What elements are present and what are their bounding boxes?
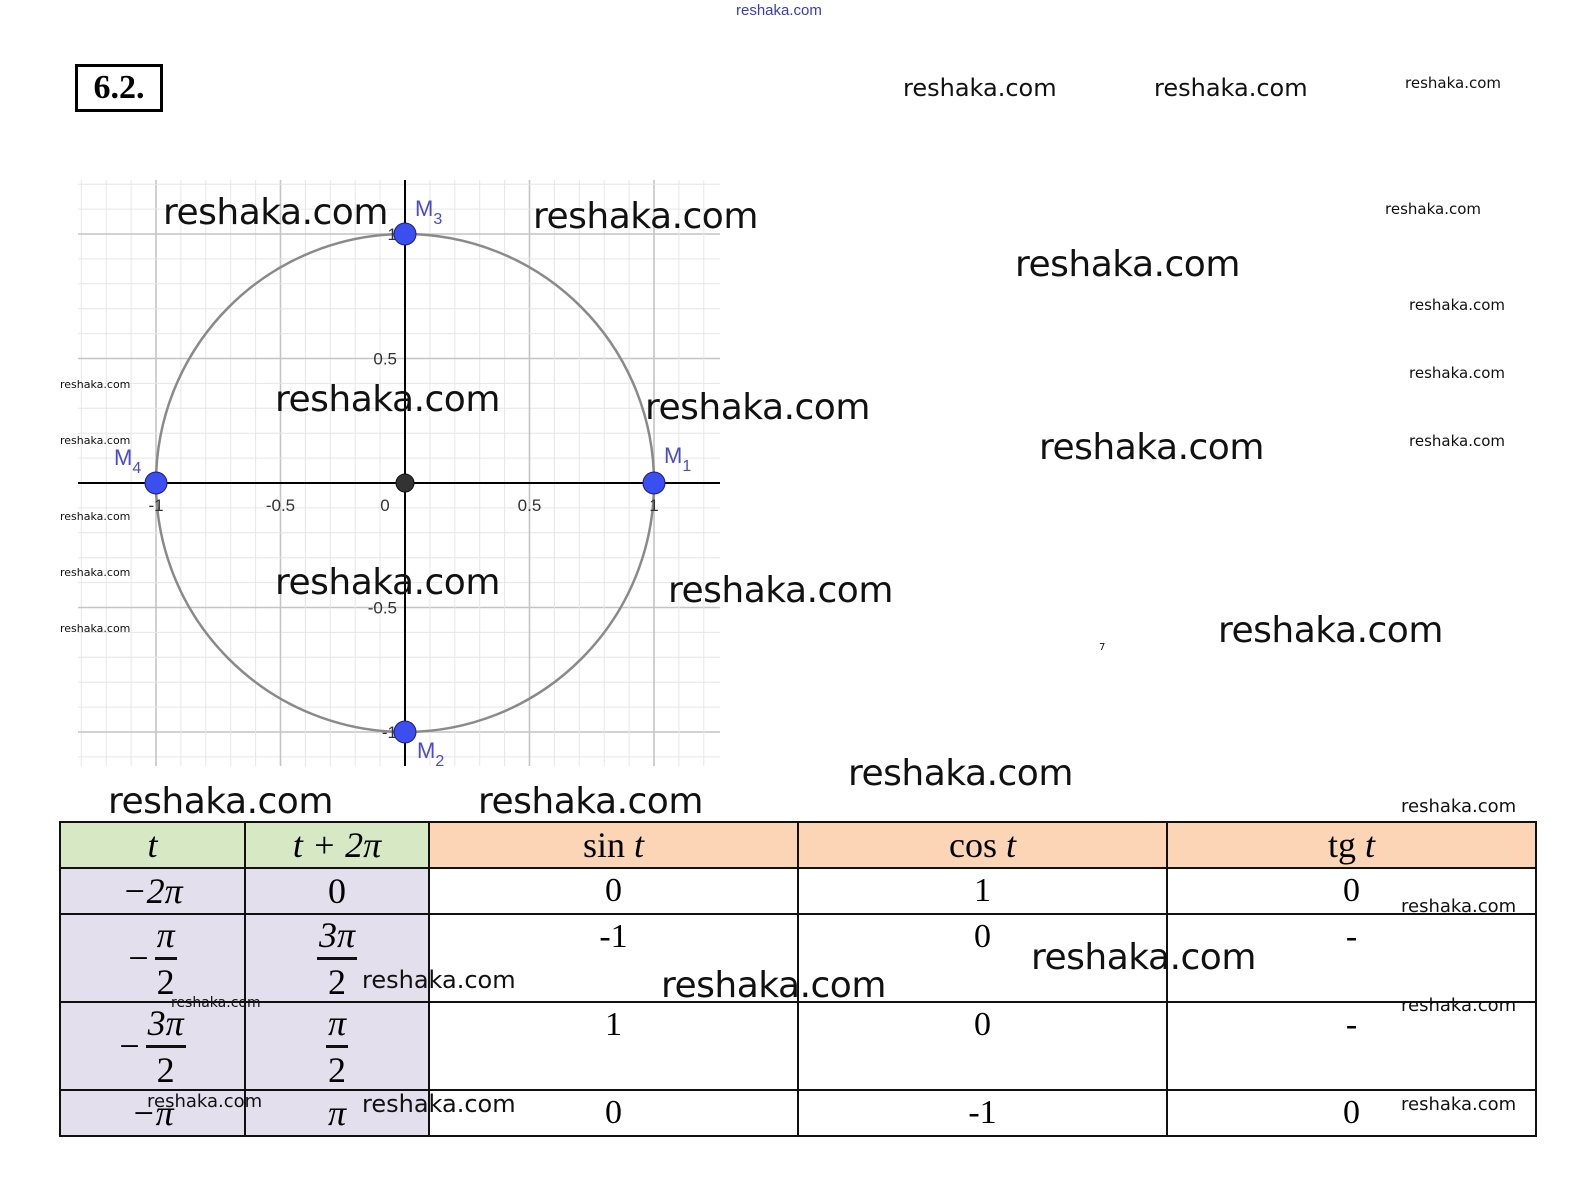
watermark: reshaka.com	[1401, 896, 1517, 917]
cell-tg: -	[1166, 1001, 1537, 1091]
trig-values-table: t t + 2π sin t cos t tg t −2π 0 0 1 0 −π…	[59, 821, 1537, 1137]
watermark: reshaka.com	[275, 562, 500, 603]
table-row: −π π 0 -1 0	[59, 1089, 1537, 1137]
watermark: reshaka.com	[1401, 995, 1517, 1016]
cell-cos: 1	[797, 867, 1168, 915]
watermark: reshaka.com	[903, 74, 1057, 102]
header-t-plus-2pi: t + 2π	[244, 821, 430, 869]
watermark: reshaka.com	[1015, 244, 1240, 285]
watermark: reshaka.com	[1409, 296, 1505, 314]
origin-point	[395, 473, 415, 493]
watermark: reshaka.com	[848, 753, 1073, 794]
task-number: 6.2.	[75, 64, 163, 112]
x-tick-label: 0.5	[518, 496, 542, 515]
cell-tg: 0	[1166, 1089, 1537, 1137]
point-m4	[144, 471, 168, 495]
y-tick-label: 0.5	[373, 350, 397, 369]
table-row: −2π 0 0 1 0	[59, 867, 1537, 915]
watermark: reshaka.com	[60, 566, 131, 579]
y-tick-label: 1	[388, 225, 397, 244]
watermark: reshaka.com	[645, 387, 870, 428]
watermark: reshaka.com	[1039, 427, 1264, 468]
cell-sin: 0	[428, 1089, 799, 1137]
watermark: reshaka.com	[478, 781, 703, 822]
point-m1	[642, 471, 666, 495]
watermark: reshaka.com	[1154, 74, 1308, 102]
cell-cos: 0	[797, 913, 1168, 1003]
axes	[78, 180, 720, 766]
tick-labels: -1 -0.5 0 0.5 1 1 0.5 -0.5 -1	[148, 225, 658, 742]
cell-t: −2π	[59, 867, 246, 915]
watermark: reshaka.com	[1401, 796, 1517, 817]
watermark: reshaka.com	[60, 622, 131, 635]
header-cos: cos t	[797, 821, 1168, 869]
grid	[78, 180, 720, 766]
cell-sin: 1	[428, 1001, 799, 1091]
stray-mark: 7	[1099, 642, 1106, 653]
watermark: reshaka.com	[60, 378, 131, 391]
y-tick-label: -1	[382, 723, 397, 742]
x-tick-label: -1	[148, 496, 163, 515]
watermark: reshaka.com	[163, 192, 388, 233]
x-tick-label: -0.5	[266, 496, 295, 515]
cell-t2: π	[244, 1089, 430, 1137]
point-m2	[393, 720, 417, 744]
x-tick-label: 1	[649, 496, 658, 515]
watermark: reshaka.com	[362, 1090, 516, 1118]
watermark: reshaka.com	[1409, 432, 1505, 450]
cell-sin: -1	[428, 913, 799, 1003]
header-tg: tg t	[1166, 821, 1537, 869]
watermark: reshaka.com	[60, 510, 131, 523]
watermark: reshaka.com	[1409, 364, 1505, 382]
watermark: reshaka.com	[275, 379, 500, 420]
point-label-m2: M2	[417, 738, 444, 770]
cell-cos: -1	[797, 1089, 1168, 1137]
cell-t: −π	[59, 1089, 246, 1137]
header-sin: sin t	[428, 821, 799, 869]
watermark: reshaka.com	[1405, 74, 1501, 92]
x-tick-label: 0	[380, 496, 389, 515]
watermark: reshaka.com	[736, 2, 822, 19]
watermark: reshaka.com	[1031, 937, 1256, 978]
cell-t2: 0	[244, 867, 430, 915]
watermark: reshaka.com	[533, 196, 758, 237]
y-tick-label: -0.5	[368, 599, 397, 618]
point-m3	[393, 222, 417, 246]
point-label-m4: M4	[114, 445, 141, 477]
cell-sin: 0	[428, 867, 799, 915]
watermark: reshaka.com	[362, 966, 516, 994]
watermark: reshaka.com	[1401, 1094, 1517, 1115]
point-label-m1: M1	[664, 443, 691, 475]
table-header-row: t t + 2π sin t cos t tg t	[59, 821, 1537, 869]
watermark: reshaka.com	[661, 965, 886, 1006]
watermark: reshaka.com	[668, 570, 893, 611]
watermark: reshaka.com	[1218, 610, 1443, 651]
watermark: reshaka.com	[60, 434, 131, 447]
cell-tg: -	[1166, 913, 1537, 1003]
watermark: reshaka.com	[147, 1091, 263, 1112]
watermark: reshaka.com	[108, 781, 333, 822]
watermark: reshaka.com	[1385, 200, 1481, 218]
header-t: t	[59, 821, 246, 869]
point-label-m3: M3	[415, 196, 442, 228]
cell-tg: 0	[1166, 867, 1537, 915]
cell-cos: 0	[797, 1001, 1168, 1091]
watermark: reshaka.com	[171, 995, 261, 1011]
